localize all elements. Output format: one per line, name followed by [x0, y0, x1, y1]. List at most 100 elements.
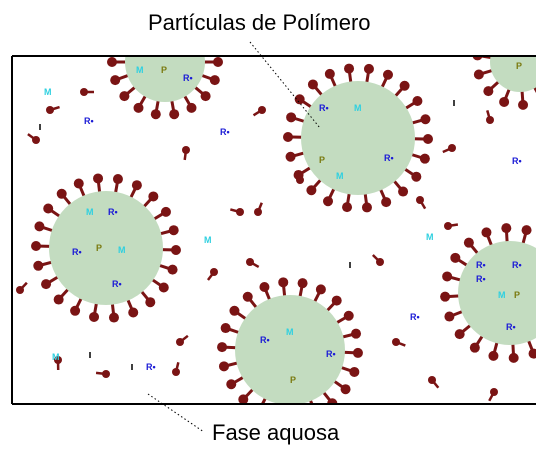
- free-surfactant-tail: [431, 379, 440, 389]
- surfactant-head: [361, 202, 372, 213]
- radical-label: R•: [326, 349, 336, 359]
- surfactant-head: [56, 188, 67, 199]
- surfactant-head: [344, 63, 355, 74]
- surfactant-tail: [201, 45, 211, 49]
- aqueous-radical-label: R•: [220, 127, 230, 137]
- surfactant-head: [108, 312, 119, 323]
- radical-label: R•: [183, 73, 193, 83]
- surfactant-head: [278, 277, 289, 288]
- free-surfactant-tail: [49, 105, 60, 112]
- polymer-label: P: [319, 155, 325, 165]
- surfactant-head: [145, 297, 156, 308]
- surfactant-tail: [119, 45, 129, 49]
- surfactant-head: [531, 17, 536, 27]
- surfactant-head: [209, 75, 220, 86]
- radical-label: R•: [512, 260, 522, 270]
- radical-label: R•: [260, 335, 270, 345]
- aqueous-monomer-label: M: [44, 87, 52, 97]
- monomer-label: M: [336, 171, 344, 181]
- surfactant-tail: [517, 23, 518, 34]
- aqueous-monomer-label: M: [204, 235, 212, 245]
- surfactant-head: [167, 264, 178, 275]
- surfactant-head: [259, 281, 270, 292]
- free-surfactant-tail: [418, 199, 427, 210]
- aqueous-phase-layer: M R• R• M M R• R• M R•: [16, 87, 522, 402]
- surfactant-head: [340, 384, 351, 395]
- free-surfactant-tail: [95, 371, 107, 376]
- aqueous-radical-label: R•: [512, 156, 522, 166]
- monomer-label: M: [118, 245, 126, 255]
- free-surfactant-tail: [206, 271, 215, 281]
- surfactant-head: [422, 134, 433, 145]
- aqueous-radical-label: R•: [84, 116, 94, 126]
- free-surfactant-tail: [395, 340, 406, 347]
- bottom-leader-line: [147, 393, 205, 433]
- surfactant-head: [226, 379, 237, 390]
- surfactant-head: [134, 11, 144, 21]
- surfactant-head: [440, 291, 451, 302]
- surfactant-head: [131, 180, 142, 191]
- surfactant-head: [169, 109, 180, 120]
- surfactant-head: [297, 278, 308, 289]
- radical-label: R•: [108, 207, 118, 217]
- aqueous-radical-label: R•: [146, 362, 156, 372]
- surfactant-head: [160, 206, 171, 217]
- radical-label: R•: [72, 247, 82, 257]
- surfactant-head: [311, 408, 321, 418]
- particle-core: [125, 57, 205, 102]
- particle-core: [301, 81, 415, 195]
- surfactant-head: [420, 114, 431, 125]
- surfactant-tail: [127, 31, 135, 38]
- surfactant-head: [399, 80, 410, 91]
- surfactant-head: [128, 307, 139, 318]
- surfactant-tail: [501, 28, 506, 38]
- free-surfactant-tail: [442, 146, 453, 154]
- surfactant-head: [242, 291, 253, 302]
- surfactant-head: [327, 398, 338, 403]
- surfactant-head: [306, 185, 317, 196]
- surfactant-head: [450, 252, 461, 263]
- surfactant-head: [518, 99, 529, 110]
- surfactant-head: [53, 294, 64, 305]
- free-surfactant-tail: [486, 110, 492, 121]
- surfactant-head: [107, 57, 117, 67]
- free-surfactant-tail: [249, 260, 260, 269]
- polymer-label: P: [161, 65, 167, 75]
- surfactant-head: [119, 91, 130, 102]
- surfactant-head: [110, 39, 120, 49]
- surfactant-head: [218, 361, 229, 372]
- surfactant-head: [473, 69, 484, 80]
- surfactant-head: [463, 237, 474, 248]
- surfactant-head: [382, 69, 393, 80]
- surfactant-head: [331, 295, 342, 306]
- monomer-label: M: [354, 103, 362, 113]
- free-surfactant-tail: [252, 108, 263, 117]
- surfactant-head: [323, 196, 334, 207]
- surfactant-head: [254, 406, 264, 416]
- monomer-label: M: [86, 207, 94, 217]
- top-caption: Partículas de Polímero: [148, 10, 371, 35]
- polymer-particle: R• M R• P: [217, 277, 363, 418]
- surfactant-head: [283, 131, 294, 142]
- surfactant-head: [286, 112, 297, 123]
- surfactant-head: [210, 39, 220, 49]
- surfactant-head: [73, 178, 84, 189]
- polymer-label: P: [290, 375, 296, 385]
- surfactant-head: [398, 186, 409, 197]
- surfactant-head: [31, 240, 42, 251]
- surfactant-head: [34, 221, 45, 232]
- surfactant-head: [186, 102, 197, 113]
- free-surfactant-tail: [256, 202, 263, 213]
- monomer-label: M: [286, 327, 294, 337]
- surfactant-head: [158, 282, 169, 293]
- surfactant-head: [110, 75, 121, 86]
- surfactant-head: [363, 63, 374, 74]
- surfactant-head: [220, 323, 231, 334]
- surfactant-head: [89, 311, 100, 322]
- surfactant-head: [238, 394, 249, 403]
- surfactant-head: [499, 96, 510, 107]
- monomer-label: M: [498, 290, 506, 300]
